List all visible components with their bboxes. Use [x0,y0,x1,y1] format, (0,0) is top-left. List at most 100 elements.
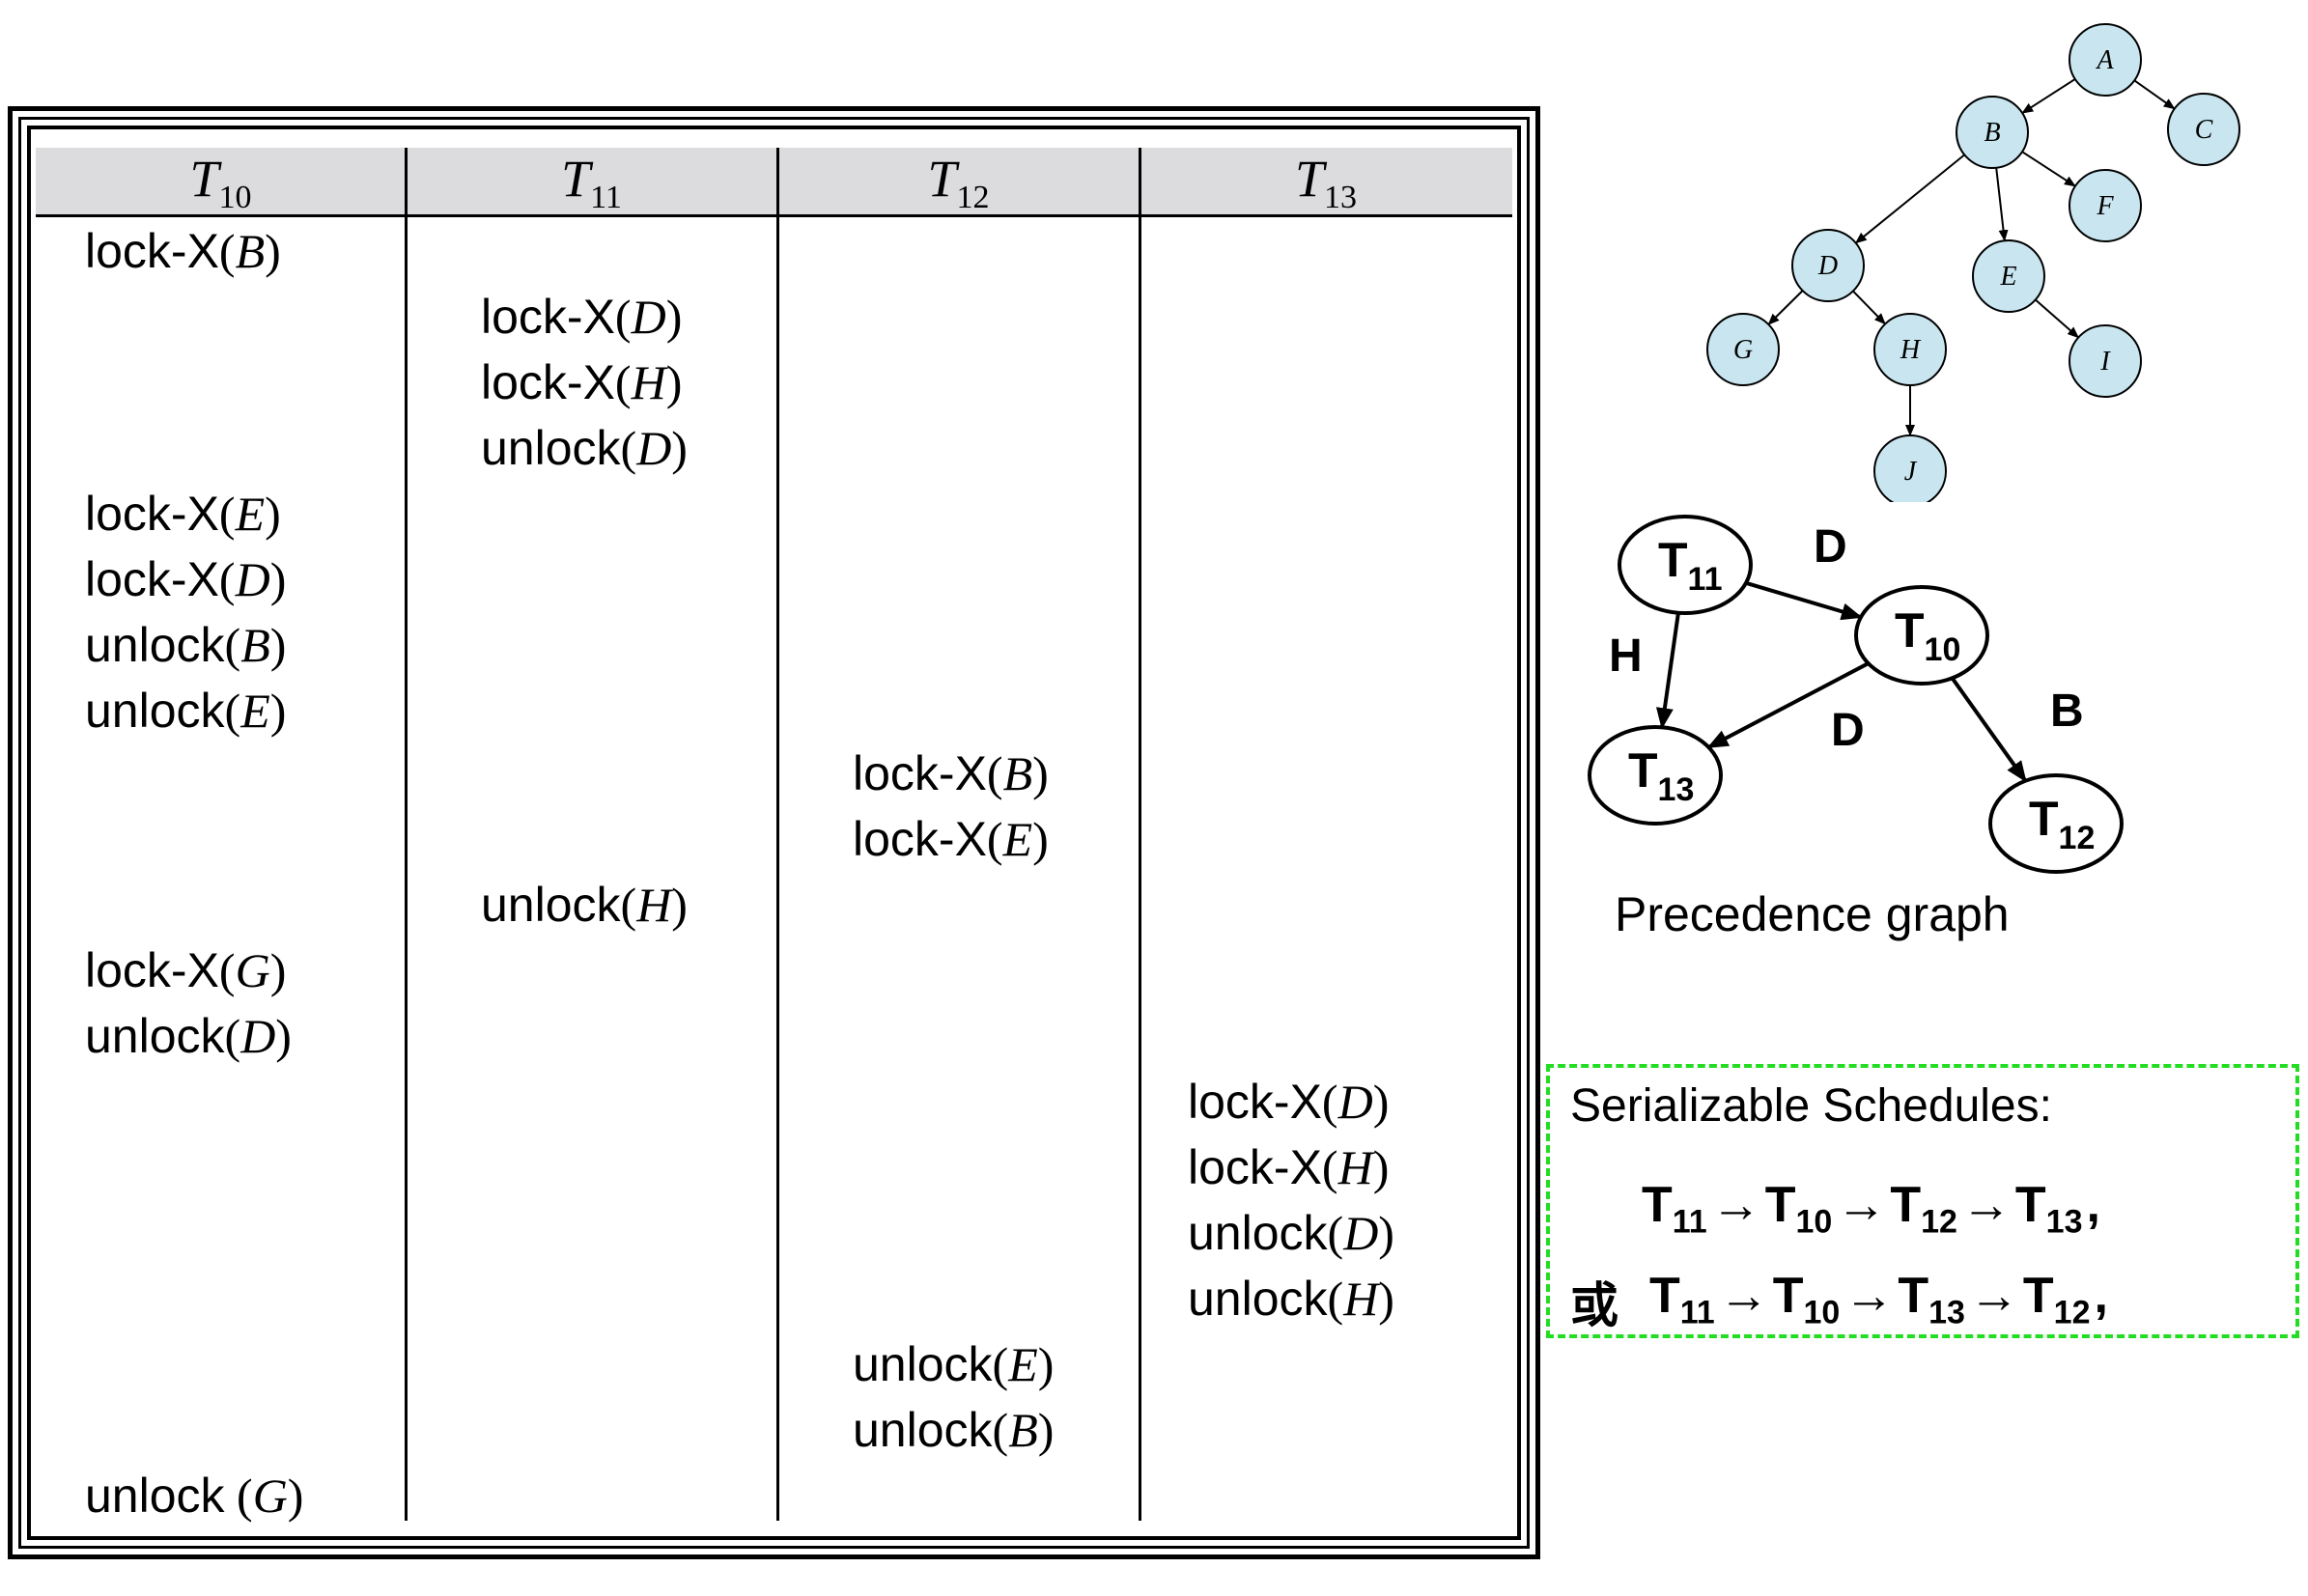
operation-argument: (H) [1321,1140,1390,1194]
table-operation: lock-X(E) [85,485,281,543]
data-item-d: D [1343,1206,1379,1260]
table-operation: lock-X(D) [481,288,682,346]
operation-argument: (E) [992,1337,1055,1391]
tree-node-b [1956,96,2029,169]
schedule-order-1: T11→T10→T12→T13, [1642,1176,2100,1241]
schedule-arrow: → [1836,1177,1887,1233]
operation-name: unlock [481,878,621,932]
table-operation: unlock(E) [853,1335,1054,1393]
schedule-transaction: T [1764,1177,1796,1233]
operation-name: lock-X [1188,1075,1322,1129]
table-operation: unlock(D) [481,419,688,477]
operation-argument: (D) [1327,1206,1394,1260]
operation-name: unlock [853,1337,993,1391]
data-item-d: D [636,421,672,475]
operation-argument: (D) [218,552,287,606]
column-header-t10: T10 [36,145,406,215]
operation-name: unlock [1188,1206,1328,1260]
tree-edge-b-d [1854,154,1965,244]
operation-argument: (E) [224,684,287,738]
table-operation: lock-X(H) [481,353,682,411]
precedence-edge-t10-t12 [1950,677,2028,783]
operation-argument: (B) [992,1403,1055,1457]
table-operation: unlock(D) [1188,1204,1394,1262]
tree-node-label: H [1900,335,1922,365]
precedence-node-label: T10 [1895,603,1960,668]
data-item-b: B [1008,1403,1038,1457]
precedence-node-subscript: 12 [2059,820,2096,856]
operation-name: lock-X [481,355,615,409]
table-operation: lock-X(H) [1188,1138,1389,1196]
column-divider [1139,148,1141,1521]
precedence-node-name: T [1895,603,1925,658]
tree-node-label: D [1817,251,1838,281]
operation-name: unlock [481,421,621,475]
precedence-edge-label: H [1609,630,1643,682]
tree-node-label: E [1999,262,2016,292]
schedule-transaction: T [1642,1177,1673,1233]
tree-edge-d-g [1767,290,1804,325]
tree-node-label: B [1984,118,2000,148]
schedule-arrow: → [1718,1268,1769,1324]
table-header-cell [36,148,406,215]
operation-argument: (H) [620,878,688,932]
schedule-transaction-subscript: 12 [2053,1294,2091,1331]
operation-name: lock-X [85,224,219,278]
schedule-table-frame [8,106,1540,1559]
operation-name: unlock [853,1403,993,1457]
serializable-schedules-box [1546,1064,2299,1338]
data-item-h: H [631,355,666,409]
operation-name: unlock [85,684,225,738]
precedence-node-t12 [1988,773,2124,874]
schedule-arrow: → [1960,1177,2012,1233]
table-operation: unlock (G) [85,1467,303,1525]
schedule-order-2: T11→T10→T13→T12, [1649,1267,2108,1331]
tree-node-label: J [1904,457,1918,487]
precedence-node-subscript: 10 [1925,631,1961,668]
tree-node-label: F [2096,191,2114,221]
tree-node-g [1706,313,1780,386]
schedule-separator: , [2086,1177,2100,1233]
schedule-transaction-subscript: 11 [1679,1294,1715,1331]
precedence-edge-label: B [2050,686,2084,737]
data-item-b: B [1002,746,1033,800]
tree-edge-a-c [2133,79,2176,110]
data-item-e: E [240,684,270,738]
data-item-d: D [235,552,270,606]
operation-argument: (G) [224,1469,304,1523]
tree-node-label: A [2095,45,2114,75]
schedule-arrow: → [1710,1177,1761,1233]
column-header-name: T [1294,150,1325,208]
precedence-node-name: T [1658,533,1688,587]
schedule-arrow: → [1968,1268,2019,1324]
data-item-e: E [235,487,266,541]
tree-edge-b-f [2021,151,2076,187]
precedence-node-t13 [1588,725,1723,826]
tree-node-j [1873,434,1947,502]
schedule-transaction-subscript: 12 [1921,1203,1957,1241]
precedence-node-label: T11 [1658,533,1723,598]
data-item-d: D [631,290,666,344]
precedence-node-name: T [1628,743,1658,798]
operation-argument: (D) [224,1009,292,1063]
operation-name: unlock [85,1009,225,1063]
schedule-transaction-subscript: 10 [1803,1294,1841,1331]
tree-node-f [2069,169,2142,242]
operation-name: lock-X [1188,1140,1322,1194]
schedule-or-prefix: 或 [1570,1277,1618,1333]
schedule-transaction-subscript: 10 [1795,1203,1833,1241]
schedule-transaction: T [1772,1268,1804,1324]
column-header-name: T [189,150,219,208]
operation-argument: (D) [614,290,683,344]
data-item-g: G [252,1469,288,1523]
data-item-e: E [1008,1337,1038,1391]
precedence-node-label: T12 [2029,792,2095,856]
table-operation: lock-X(G) [85,941,286,999]
column-header-subscript: 13 [1324,179,1358,215]
data-item-b: B [240,618,270,672]
schedule-transaction: T [1898,1268,1929,1324]
schedule-transaction-subscript: 13 [1928,1294,1965,1331]
schedule-transaction-subscript: 11 [1672,1203,1707,1241]
table-operation: unlock(E) [85,682,286,740]
serializable-schedules-title: Serializable Schedules: [1570,1080,2052,1132]
